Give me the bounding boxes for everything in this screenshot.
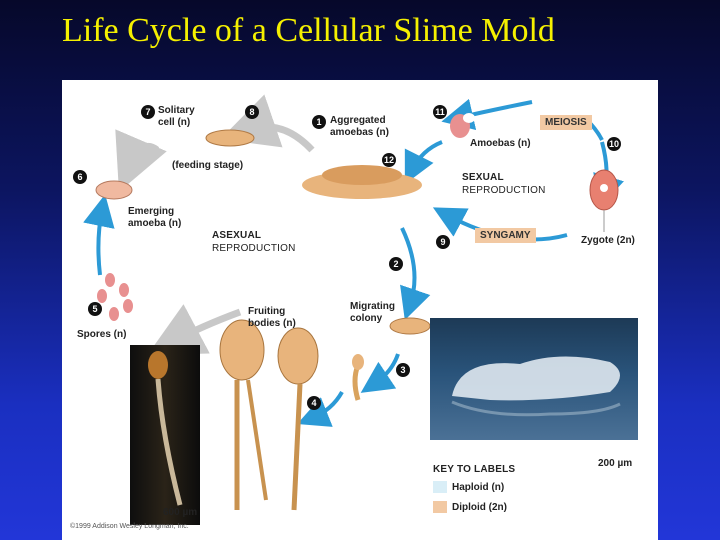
zygote-cell — [589, 169, 619, 230]
slide-title: Life Cycle of a Cellular Slime Mold — [62, 12, 555, 49]
fruiting-label-2: bodies (n) — [248, 318, 296, 329]
migrating-slug-photo — [430, 318, 638, 440]
key-diploid-swatch — [433, 501, 447, 513]
zygote-label: Zygote (2n) — [581, 235, 635, 246]
aggregated-amoebas — [302, 165, 422, 199]
arrow-2 — [400, 227, 431, 321]
spores-label: Spores (n) — [77, 329, 127, 340]
emerging-amoeba — [95, 180, 133, 200]
arrow-7 — [115, 129, 167, 192]
migrating-label: Migrating — [350, 301, 395, 312]
copyright: ©1999 Addison Wesley Longman, Inc. — [70, 523, 189, 530]
solitary-label-2: cell (n) — [158, 117, 191, 128]
step-11-badge: 11 — [433, 105, 447, 119]
step-8-badge: 8 — [245, 105, 259, 119]
key-title: KEY TO LABELS — [433, 464, 516, 475]
scale-200-label: 200 µm — [598, 458, 633, 469]
emerging-label: Emerging — [128, 206, 175, 217]
emerging-label-2: amoeba (n) — [128, 218, 182, 229]
asexual-caption: ASEXUAL — [212, 230, 262, 241]
step-10-badge: 10 — [607, 137, 621, 151]
arrow-3 — [360, 353, 400, 393]
step-5-badge: 5 — [88, 302, 102, 316]
arrow-5 — [147, 304, 242, 356]
aggregated-label: Aggregated — [330, 115, 386, 126]
meiosis-cells — [450, 113, 475, 138]
sexual-caption: SEXUAL — [462, 172, 504, 183]
key-diploid-label: Diploid (2n) — [452, 502, 507, 513]
fruiting-bodies — [219, 319, 319, 511]
key-haploid-label: Haploid (n) — [452, 482, 505, 493]
sexual-reproduction-caption: REPRODUCTION — [462, 185, 546, 196]
aggregated-label-2: amoebas (n) — [330, 127, 389, 138]
fruiting-body-photo — [130, 345, 200, 525]
migrating-stalk — [352, 364, 361, 401]
diagram-panel: 7 8 1 11 12 10 6 9 2 5 3 4 Solitary cell… — [62, 80, 658, 540]
step-2-badge: 2 — [389, 257, 403, 271]
meiosis-label: MEIOSIS — [540, 115, 592, 130]
migrating-label-2: colony — [350, 313, 383, 324]
arrow-12 — [404, 140, 443, 185]
feeding-stage-label: (feeding stage) — [172, 160, 244, 171]
step-9-badge: 9 — [436, 235, 450, 249]
step-12-badge: 12 — [382, 153, 396, 167]
fruiting-label: Fruiting — [248, 306, 286, 317]
step-1-badge: 1 — [312, 115, 326, 129]
step-3-badge: 3 — [396, 363, 410, 377]
arrow-8 — [220, 94, 315, 153]
asexual-reproduction-caption: REPRODUCTION — [212, 243, 296, 254]
step-7-badge: 7 — [141, 105, 155, 119]
step-6-badge: 6 — [73, 170, 87, 184]
syngamy-label: SYNGAMY — [475, 228, 536, 243]
arrow-4 — [297, 390, 344, 427]
spores — [97, 273, 133, 321]
step-4-badge: 4 — [307, 396, 321, 410]
solitary-amoeba — [205, 129, 255, 147]
scale-600-label: 600 µm — [163, 507, 198, 518]
solitary-label: Solitary — [158, 105, 195, 116]
amoebas-label: Amoebas (n) — [470, 138, 531, 149]
arrow-6 — [83, 194, 115, 276]
key-haploid-swatch — [433, 481, 447, 493]
migrating-colony — [389, 317, 431, 335]
